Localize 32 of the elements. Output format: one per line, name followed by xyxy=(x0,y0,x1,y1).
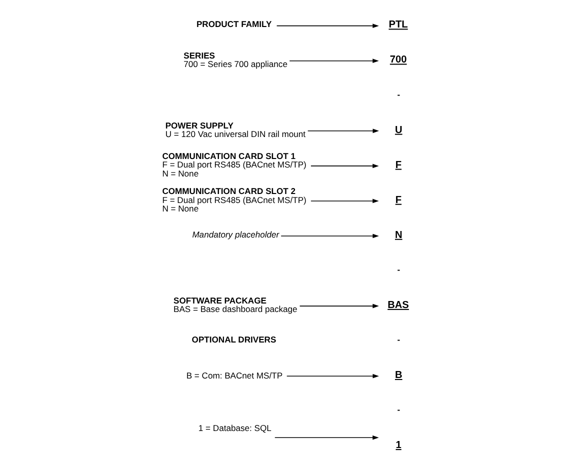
node-text: SOFTWARE PACKAGE BAS = Base dashboard package xyxy=(173,296,297,314)
label: - xyxy=(396,264,400,274)
node-text: POWER SUPPLY U = 120 Vac universal DIN rail mount xyxy=(164,120,306,139)
node-text: B = Com: BACnet MS/TP xyxy=(186,370,282,380)
arrow xyxy=(310,164,378,168)
node-text: 1 = Database: SQL xyxy=(198,423,271,434)
label: - xyxy=(396,89,400,100)
label: - xyxy=(396,404,400,415)
node-text: U xyxy=(394,124,402,136)
node-text: Mandatory placeholder xyxy=(192,229,279,240)
node-text: COMMUNICATION CARD SLOT 1 F = Dual port RS485 (BACnet MS/TP) N = None xyxy=(162,151,306,178)
node-text: COMMUNICATION CARD SLOT 2 F = Dual port RS485 (BACnet MS/TP) N = None xyxy=(162,186,306,214)
label: - xyxy=(396,334,400,344)
node-text: 1 xyxy=(395,440,401,452)
node-text: F xyxy=(394,160,402,171)
arrow xyxy=(310,198,378,204)
node-text: 700 xyxy=(389,54,406,66)
node-text: PTL xyxy=(388,20,408,31)
node-text: B xyxy=(394,370,402,381)
arrow xyxy=(306,128,378,134)
arrow xyxy=(298,304,378,308)
arrow xyxy=(274,435,378,440)
node-text: BAS xyxy=(387,300,408,311)
arrow xyxy=(280,234,378,238)
arrow xyxy=(276,24,378,28)
node-text: N xyxy=(394,230,402,241)
node-text: SERIES 700 = Series 700 appliance xyxy=(183,50,287,69)
node-text: F xyxy=(394,194,402,206)
arrow xyxy=(286,374,378,378)
label: OPTIONAL DRIVERS xyxy=(191,334,276,344)
arrow xyxy=(288,58,378,64)
node-text: PRODUCT FAMILY xyxy=(196,19,272,30)
